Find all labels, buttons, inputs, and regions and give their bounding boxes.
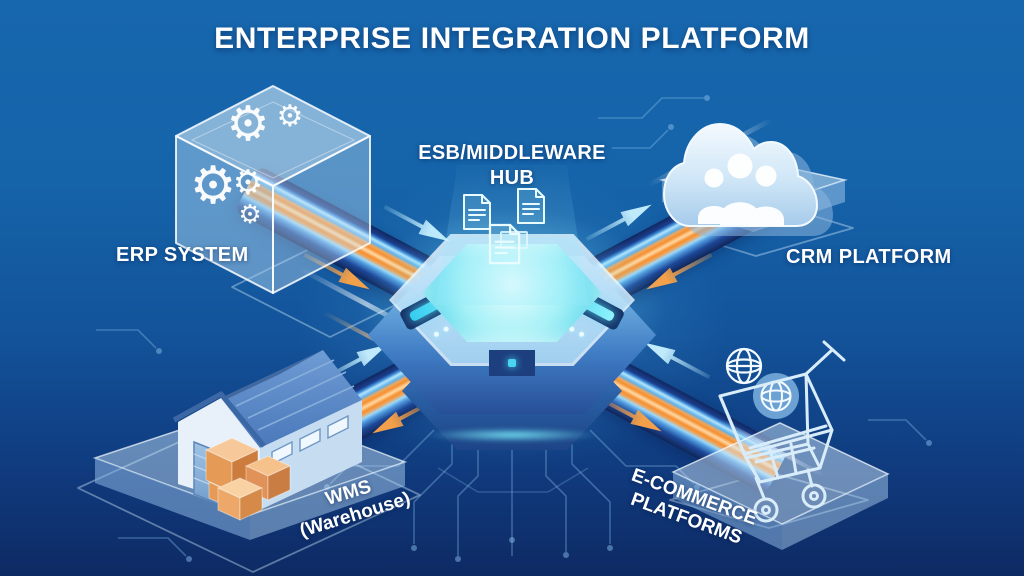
- box-icons: [204, 437, 292, 521]
- document-icon: [463, 194, 491, 230]
- gear-icon: ⚙: [226, 96, 269, 152]
- diagram-title: ENTERPRISE INTEGRATION PLATFORM: [214, 22, 810, 55]
- hub-label: ESB/MIDDLEWARE HUB: [392, 141, 632, 191]
- box-icon: [244, 455, 292, 501]
- crm-cloud-icon: [659, 122, 848, 236]
- users-icon: [698, 153, 784, 226]
- document-icon: [488, 223, 521, 265]
- gear-icon: ⚙: [190, 156, 237, 216]
- ecom-platform-base: [671, 422, 890, 550]
- hub-bottom-glow: [427, 428, 597, 442]
- globe-icon: [725, 347, 763, 385]
- crm-label: CRM PLATFORM: [786, 246, 952, 268]
- box-icon: [216, 477, 264, 521]
- hub-documents: [463, 188, 545, 265]
- roof-fascia: [172, 391, 266, 448]
- document-icon: [517, 188, 545, 224]
- roof-right-plane: [221, 350, 362, 448]
- gear-icons: ⚙ ⚙ ⚙ ⚙ ⚙: [190, 96, 304, 230]
- warehouse-icon: [172, 350, 362, 521]
- cube-right-face: [272, 135, 371, 294]
- hub-label-line1: ESB/MIDDLEWARE: [418, 142, 606, 164]
- gear-icon: ⚙: [238, 200, 261, 230]
- hub-label-line2: HUB: [489, 167, 535, 189]
- gear-icon: ⚙: [233, 163, 263, 203]
- hub-front-port: [489, 350, 535, 376]
- globe-pin-icon: [753, 373, 799, 419]
- erp-label: ERP SYSTEM: [116, 244, 249, 266]
- wms-warehouse-icon: [92, 350, 408, 540]
- shopping-cart-icon: [718, 340, 846, 523]
- ecommerce-cart-icon: [671, 340, 890, 550]
- hub-top-surface: [422, 244, 602, 342]
- gear-icon: ⚙: [277, 99, 304, 134]
- erp-cube-icon: ⚙ ⚙ ⚙ ⚙ ⚙: [175, 85, 371, 294]
- windows: [271, 414, 349, 466]
